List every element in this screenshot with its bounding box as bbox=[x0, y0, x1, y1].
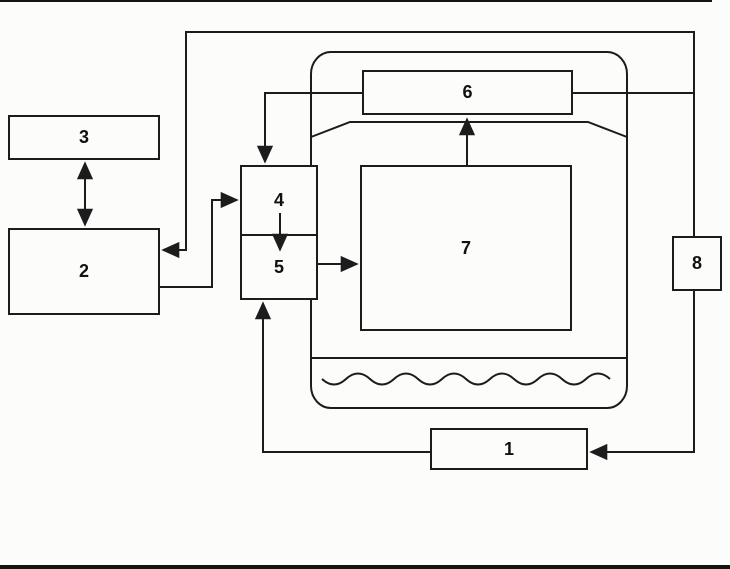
block-4-5-group: 4 5 bbox=[240, 165, 318, 300]
scan-edge-top bbox=[0, 0, 712, 2]
block-5: 5 bbox=[273, 256, 284, 277]
block-8: 8 bbox=[672, 236, 722, 291]
block-2: 2 bbox=[8, 228, 160, 315]
scan-edge-bottom bbox=[0, 565, 730, 569]
block-7: 7 bbox=[360, 165, 572, 331]
block-4: 4 bbox=[242, 167, 316, 236]
block-3: 3 bbox=[8, 115, 160, 160]
block-1: 1 bbox=[430, 428, 588, 470]
block-6: 6 bbox=[362, 70, 573, 115]
